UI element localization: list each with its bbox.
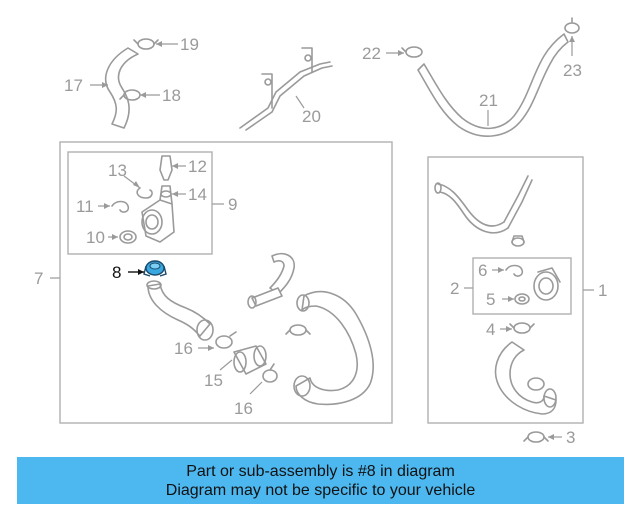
clamp-16b[interactable]: [262, 363, 278, 383]
clamp-16a[interactable]: [215, 331, 237, 349]
callout-16-upper[interactable]: 16: [174, 339, 193, 358]
info-banner: Part or sub-assembly is #8 in diagram Di…: [17, 457, 624, 504]
callout-17[interactable]: 17: [64, 76, 83, 95]
callout-16-lower[interactable]: 16: [234, 399, 253, 418]
banner-line-disclaimer: Diagram may not be specific to your vehi…: [165, 481, 476, 499]
oring-10[interactable]: [119, 230, 137, 244]
callout-9[interactable]: 9: [228, 195, 237, 214]
callout-7[interactable]: 7: [34, 269, 43, 288]
clamp-22[interactable]: [401, 46, 423, 58]
callout-8[interactable]: 8: [112, 263, 121, 282]
hose-21[interactable]: [417, 33, 569, 137]
callout-5[interactable]: 5: [486, 290, 495, 309]
flange-assembly[interactable]: [533, 267, 561, 301]
large-hose[interactable]: [293, 290, 374, 406]
clamp-hose-top[interactable]: [285, 324, 311, 336]
thermostat-housing[interactable]: [141, 185, 175, 243]
parts-diagram: 19 18 17 20 22 23 21 7 9: [34, 17, 607, 447]
tube-upper-right[interactable]: [434, 175, 533, 234]
clamp-3[interactable]: [523, 431, 549, 443]
callout-10[interactable]: 10: [86, 228, 105, 247]
seal-14[interactable]: [160, 190, 172, 198]
callout-2[interactable]: 2: [450, 279, 459, 298]
lower-right-hose[interactable]: [494, 341, 557, 415]
callout-20[interactable]: 20: [302, 107, 321, 126]
lower-hose-left[interactable]: [146, 280, 214, 341]
callout-23[interactable]: 23: [563, 61, 582, 80]
clip-11[interactable]: [111, 200, 130, 213]
connector-15[interactable]: [233, 345, 267, 375]
callout-22[interactable]: 22: [362, 44, 381, 63]
callout-6[interactable]: 6: [478, 261, 487, 280]
callout-19[interactable]: 19: [180, 35, 199, 54]
cap-near-box1[interactable]: [511, 235, 525, 247]
clip-13[interactable]: [136, 187, 153, 199]
clamp-19[interactable]: [133, 38, 159, 50]
callout-4[interactable]: 4: [486, 320, 495, 339]
callout-21[interactable]: 21: [479, 91, 498, 110]
pipe-20[interactable]: [239, 47, 333, 131]
curved-pipe[interactable]: [247, 252, 295, 309]
callout-15[interactable]: 15: [204, 371, 223, 390]
assembly-box-7: [59, 141, 393, 424]
assembly-box-2: [472, 257, 572, 315]
clamp-4[interactable]: [509, 322, 535, 334]
clamp-23[interactable]: [564, 17, 580, 34]
callout-1[interactable]: 1: [598, 281, 607, 300]
hose-17[interactable]: [104, 47, 139, 129]
highlighted-part-8[interactable]: [143, 260, 167, 277]
callout-11[interactable]: 11: [76, 197, 94, 216]
banner-line-part: Part or sub-assembly is #8 in diagram: [186, 462, 455, 480]
callout-12[interactable]: 12: [188, 157, 207, 176]
clip-6[interactable]: [505, 264, 524, 277]
oring-5[interactable]: [514, 293, 530, 305]
callout-18[interactable]: 18: [162, 86, 181, 105]
assembly-box-9: [67, 151, 213, 255]
callout-14[interactable]: 14: [188, 185, 207, 204]
callout-3[interactable]: 3: [566, 428, 575, 447]
callout-13[interactable]: 13: [108, 161, 127, 180]
sensor-12[interactable]: [159, 155, 173, 181]
